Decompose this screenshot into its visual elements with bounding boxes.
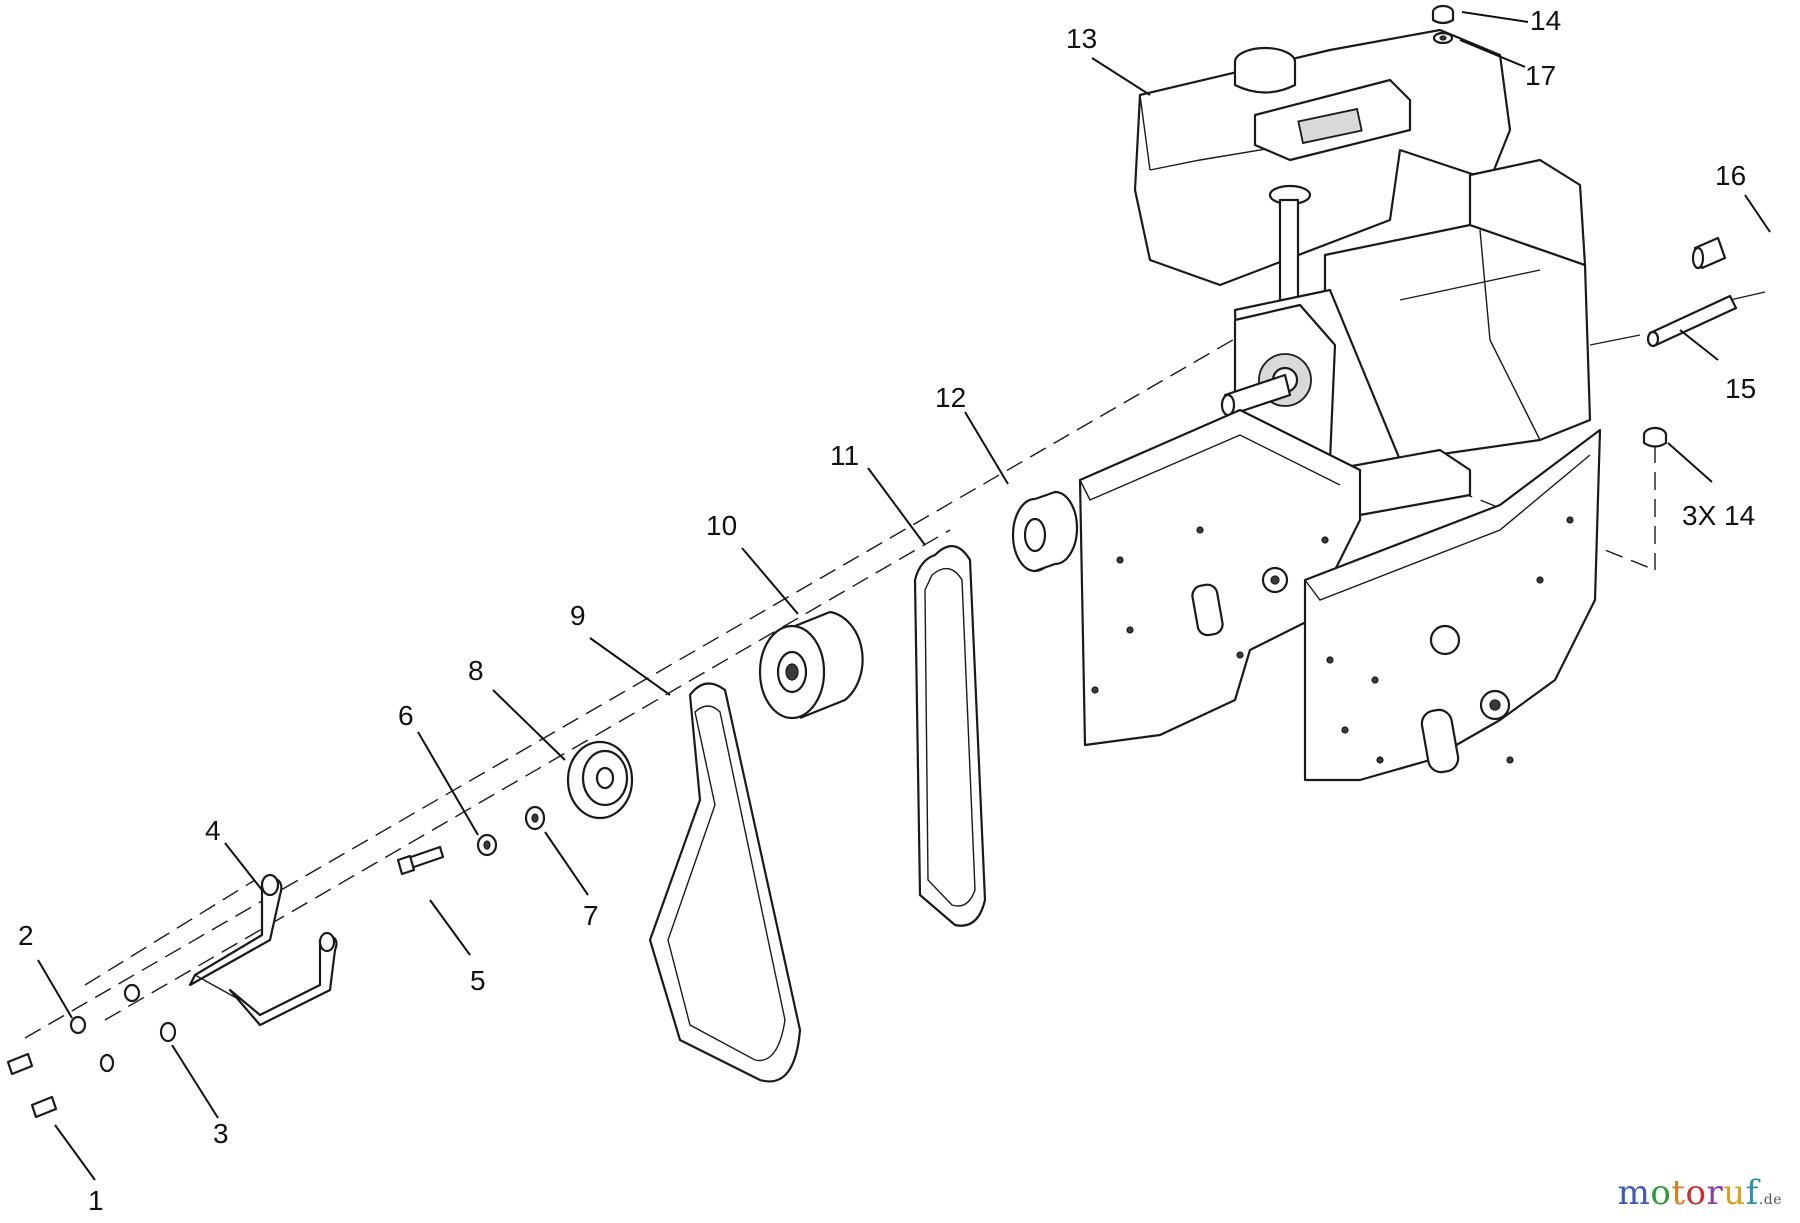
- callout-10: 10: [706, 510, 737, 541]
- frame-right-plate: [1303, 428, 1602, 782]
- watermark-letter: o: [1685, 1173, 1707, 1213]
- callout-8: 8: [468, 655, 484, 686]
- part-14-nut-side: [1642, 426, 1668, 448]
- callout-2: 2: [18, 920, 34, 951]
- callout-leaders: [37, 11, 1771, 1181]
- watermark-letter: f: [1745, 1173, 1759, 1213]
- watermark-letter: m: [1617, 1173, 1651, 1213]
- callout-15: 15: [1725, 373, 1756, 404]
- callout-3x14: 3X 14: [1682, 500, 1755, 531]
- part-9-belt: [648, 682, 802, 1083]
- part-16-spacer: [1691, 236, 1727, 270]
- part-10-pulley: [758, 610, 864, 720]
- callout-6: 6: [398, 700, 414, 731]
- part-1-bolts: [6, 1052, 58, 1119]
- part-6-washer: [476, 833, 498, 857]
- callout-17: 17: [1525, 60, 1556, 91]
- frame-left-plate: [1078, 408, 1362, 747]
- watermark-letter: r: [1706, 1173, 1724, 1213]
- part-14-nut-top: [1431, 4, 1455, 25]
- watermark-letter: t: [1671, 1173, 1686, 1213]
- part-2-washers: [69, 983, 141, 1035]
- callout-13: 13: [1066, 23, 1097, 54]
- callout-3: 3: [213, 1118, 229, 1149]
- part-4-bracket: [188, 873, 338, 1027]
- callout-1: 1: [88, 1185, 104, 1216]
- callout-14: 14: [1530, 5, 1561, 36]
- watermark-letter: u: [1723, 1173, 1746, 1213]
- part-12-pulley: [1011, 490, 1079, 573]
- watermark-logo: motoruf.de: [1618, 1173, 1782, 1213]
- callout-12: 12: [935, 382, 966, 413]
- callout-5: 5: [470, 965, 486, 996]
- callout-9: 9: [570, 600, 586, 631]
- callout-16: 16: [1715, 160, 1746, 191]
- part-5-bolt: [396, 845, 445, 876]
- callout-11: 11: [830, 440, 859, 471]
- part-8-idler-pulley: [566, 740, 634, 820]
- callout-4: 4: [205, 815, 221, 846]
- part-15-rod: [1646, 294, 1738, 348]
- watermark-suffix: .de: [1758, 1192, 1782, 1208]
- callout-7: 7: [583, 900, 599, 931]
- callout-numbers: 1 2 3 4 5 6 7 8 9 10 11 12 13 14 17 16 1…: [18, 5, 1756, 1216]
- part-7-washer: [524, 805, 546, 831]
- watermark-letter: o: [1650, 1173, 1672, 1213]
- part-3-washers: [99, 1021, 177, 1073]
- part-11-belt: [913, 545, 987, 927]
- part-17-washer: [1432, 31, 1454, 45]
